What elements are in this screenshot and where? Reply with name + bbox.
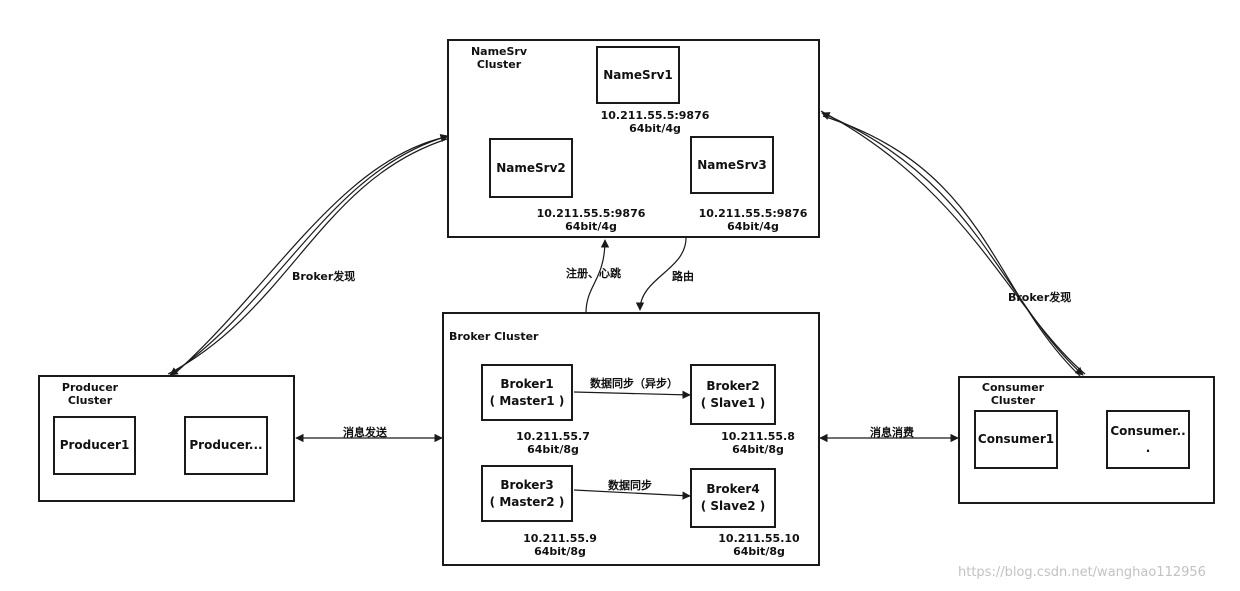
watermark-text: https://blog.csdn.net/wanghao112956 <box>958 565 1206 580</box>
broker3-spec: 64bit/8g <box>534 545 586 558</box>
namesrv2-ip: 10.211.55.5:9876 <box>536 207 646 220</box>
broker2-spec: 64bit/8g <box>732 443 784 456</box>
consumer-cluster <box>958 376 1215 504</box>
broker1-line1: Broker1 <box>500 376 554 391</box>
consumer2-node: Consumer.. . <box>1106 410 1190 469</box>
broker1-node: Broker1 ( Master1 ) <box>481 364 573 421</box>
sync-async-label: 数据同步（异步） <box>590 377 678 390</box>
consumer-cluster-title-line1: Consumer <box>981 381 1045 394</box>
broker1-line2: ( Master1 ) <box>489 393 565 408</box>
register-heartbeat-label: 注册、心跳 <box>566 267 621 280</box>
namesrv-cluster-title-line2: Cluster <box>476 58 522 71</box>
broker1-address: 10.211.55.7 64bit/8g <box>503 430 603 456</box>
sync-label: 数据同步 <box>608 479 652 492</box>
consumer1-label: Consumer1 <box>977 432 1055 446</box>
namesrv2-address: 10.211.55.5:9876 64bit/4g <box>536 207 646 233</box>
namesrv3-spec: 64bit/4g <box>727 220 779 233</box>
consumer-namesrv-curve-2 <box>822 115 1082 378</box>
namesrv1-spec: 64bit/4g <box>629 122 681 135</box>
broker4-line1: Broker4 <box>706 482 760 496</box>
producer-cluster-title: Producer Cluster <box>58 381 122 407</box>
producer-namesrv-curve-3 <box>167 138 448 375</box>
register-heartbeat-arrow <box>585 239 610 314</box>
namesrv-cluster-title-line1: NameSrv <box>470 45 528 58</box>
producer1-node: Producer1 <box>53 416 136 475</box>
broker-cluster <box>442 312 820 566</box>
producer-cluster-title-line1: Producer <box>61 381 119 394</box>
broker2-line1: Broker2 <box>706 378 760 393</box>
broker2-line2: ( Slave1 ) <box>700 395 766 410</box>
send-message-label: 消息发送 <box>343 426 387 439</box>
namesrv1-address: 10.211.55.5:9876 64bit/4g <box>600 109 710 135</box>
producer-cluster-title-line2: Cluster <box>67 394 113 407</box>
broker3-node: Broker3 ( Master2 ) <box>481 465 573 522</box>
producer-namesrv-curve-2 <box>171 136 447 377</box>
consumer-broker-discovery-label: Broker发现 <box>1008 291 1072 304</box>
namesrv3-ip: 10.211.55.5:9876 <box>698 207 808 220</box>
broker1-ip: 10.211.55.7 <box>516 430 590 443</box>
broker3-line1: Broker3 <box>500 477 554 492</box>
producer2-node: Producer... <box>184 416 268 475</box>
namesrv2-node: NameSrv2 <box>489 138 573 198</box>
namesrv3-node: NameSrv3 <box>690 136 774 194</box>
consumer-cluster-title: Consumer Cluster <box>980 381 1046 407</box>
broker2-ip: 10.211.55.8 <box>721 430 795 443</box>
routing-arrow <box>635 237 687 311</box>
broker-cluster-title: Broker Cluster <box>449 330 539 343</box>
consumer1-node: Consumer1 <box>974 410 1058 469</box>
producer1-label: Producer1 <box>59 438 130 452</box>
broker2-node: Broker2 ( Slave1 ) <box>690 364 776 425</box>
namesrv1-label: NameSrv1 <box>603 67 673 82</box>
broker3-address: 10.211.55.9 64bit/8g <box>510 532 610 558</box>
broker1-spec: 64bit/8g <box>527 443 579 456</box>
consumer2-line1: Consumer.. <box>1110 423 1186 438</box>
namesrv2-spec: 64bit/4g <box>565 220 617 233</box>
namesrv-cluster <box>447 39 820 238</box>
producer-cluster <box>38 375 295 502</box>
producer2-label: Producer... <box>189 438 263 452</box>
namesrv1-ip: 10.211.55.5:9876 <box>600 109 710 122</box>
broker4-line2: ( Slave2 ) <box>700 499 766 513</box>
producer-broker-discovery-label: Broker发现 <box>292 270 356 283</box>
routing-label: 路由 <box>672 270 694 283</box>
producer-namesrv-curve-1 <box>169 134 449 376</box>
broker4-address: 10.211.55.10 64bit/8g <box>709 532 809 558</box>
broker3-line2: ( Master2 ) <box>489 494 565 509</box>
sync-arrow <box>573 489 691 500</box>
broker4-spec: 64bit/8g <box>733 545 785 558</box>
broker4-ip: 10.211.55.10 <box>718 532 800 545</box>
broker2-address: 10.211.55.8 64bit/8g <box>708 430 808 456</box>
namesrv3-label: NameSrv3 <box>697 157 767 172</box>
broker4-node: Broker4 ( Slave2 ) <box>690 468 776 528</box>
consume-message-label: 消息消费 <box>870 426 914 439</box>
broker3-ip: 10.211.55.9 <box>523 532 597 545</box>
namesrv1-node: NameSrv1 <box>596 46 680 104</box>
consumer-namesrv-curve-3 <box>820 110 1086 375</box>
consumer-namesrv-curve-1 <box>821 112 1084 376</box>
namesrv3-address: 10.211.55.5:9876 64bit/4g <box>698 207 808 233</box>
namesrv2-label: NameSrv2 <box>496 160 566 175</box>
consumer2-line2: . <box>1145 440 1151 455</box>
namesrv-cluster-title: NameSrv Cluster <box>470 45 528 71</box>
sync-async-arrow <box>573 390 691 400</box>
consumer-cluster-title-line2: Cluster <box>990 394 1036 407</box>
